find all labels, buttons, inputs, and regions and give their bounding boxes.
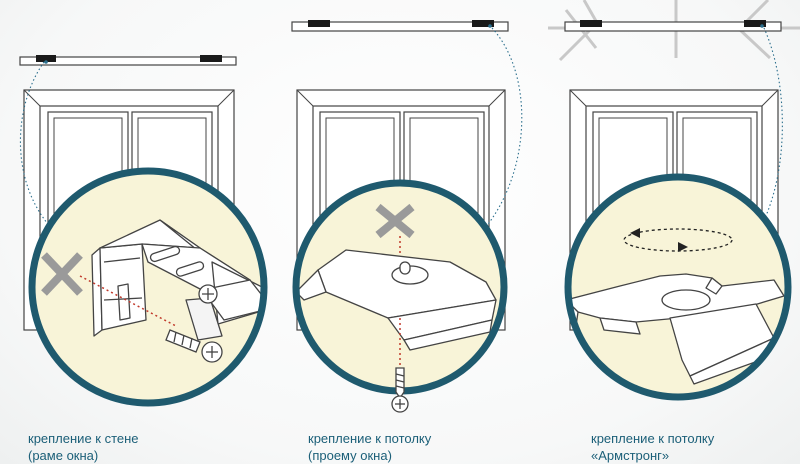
cross-mark-icon [41,252,83,296]
caption-line: (раме окна) [28,448,99,463]
rotation-arrow-icon [623,228,733,252]
zoom-circle-armstrong [564,173,792,401]
zoom-circle-ceiling [292,179,508,413]
rail [564,20,782,32]
caption-ceiling-mount: крепление к потолку (проему окна) [308,430,431,464]
cross-mark-icon [375,203,415,239]
rail [19,55,237,66]
rail [291,20,509,32]
caption-armstrong-mount: крепление к потолку «Армстронг» [591,430,714,464]
wall-bracket [91,219,264,341]
panel-ceiling-mount [291,20,523,413]
caption-line: (проему окна) [308,448,392,463]
panel-armstrong-mount [548,0,800,401]
screw-icon [198,284,218,304]
caption-wall-mount: крепление к стене (раме окна) [28,430,139,464]
caption-line: крепление к потолку [591,431,715,446]
caption-line: «Армстронг» [591,448,670,463]
zoom-circle-wall [28,167,268,407]
screw-icon [391,367,409,413]
screw-icon [165,329,201,353]
screw-head-icon [201,341,223,363]
caption-line: крепление к стене [28,431,139,446]
ceiling-bracket [296,249,497,351]
caption-line: крепление к потолку [308,431,432,446]
armstrong-bracket [568,273,785,385]
panel-wall-mount [19,55,268,407]
